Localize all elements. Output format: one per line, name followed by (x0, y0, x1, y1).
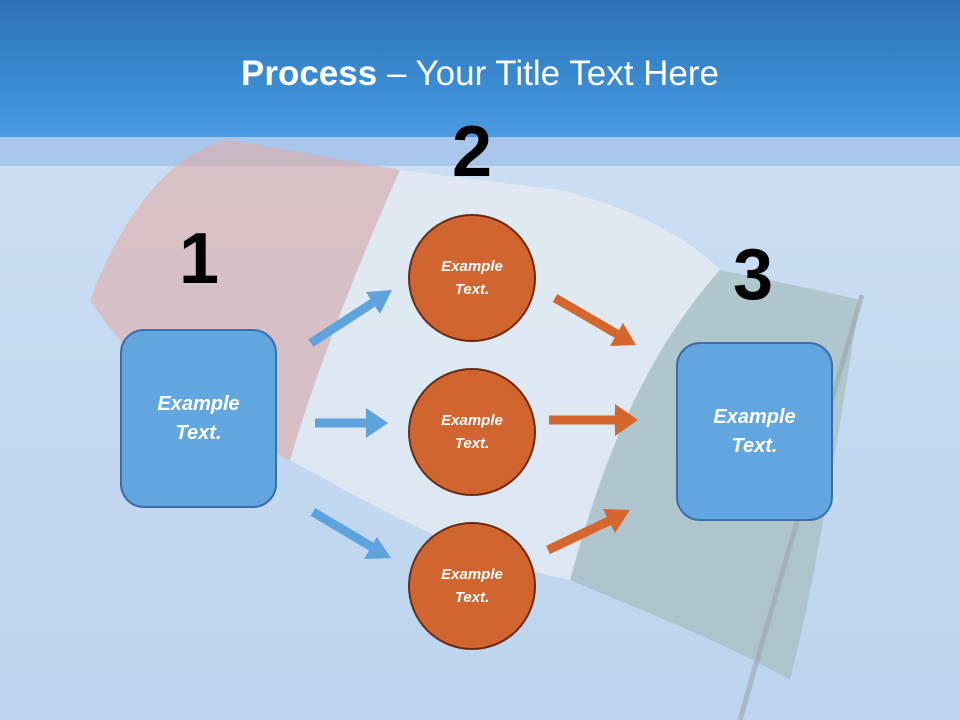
arrow-from-circle-1 (552, 294, 636, 346)
page-title: Process – Your Title Text Here (0, 52, 960, 96)
arrow-to-circle-1 (308, 290, 392, 347)
step-number-1: 1 (178, 219, 220, 299)
title-bold: Process (241, 54, 378, 93)
step-number-3: 3 (732, 235, 774, 315)
arrow-from-circle-3 (546, 509, 630, 555)
left-box-text: Example Text. (157, 392, 240, 444)
right-box-text: Example Text. (713, 405, 796, 457)
process-circle-2: Example Text. (408, 368, 536, 496)
flag-white-stripe (290, 170, 720, 580)
title-bar (0, 0, 960, 137)
header-strip (0, 137, 960, 166)
left-process-box: Example Text. (120, 329, 277, 508)
process-circle-1: Example Text. (408, 214, 536, 342)
circle-2-text: Example Text. (441, 412, 503, 452)
right-process-box: Example Text. (676, 342, 833, 521)
arrow-from-circle-2 (549, 404, 638, 436)
circle-1-text: Example Text. (441, 258, 503, 298)
title-rest: – Your Title Text Here (377, 54, 719, 93)
arrow-to-circle-3 (310, 508, 391, 559)
step-number-2: 2 (451, 112, 493, 192)
process-circle-3: Example Text. (408, 522, 536, 650)
arrow-to-circle-2 (315, 408, 388, 438)
circle-3-text: Example Text. (441, 566, 503, 606)
